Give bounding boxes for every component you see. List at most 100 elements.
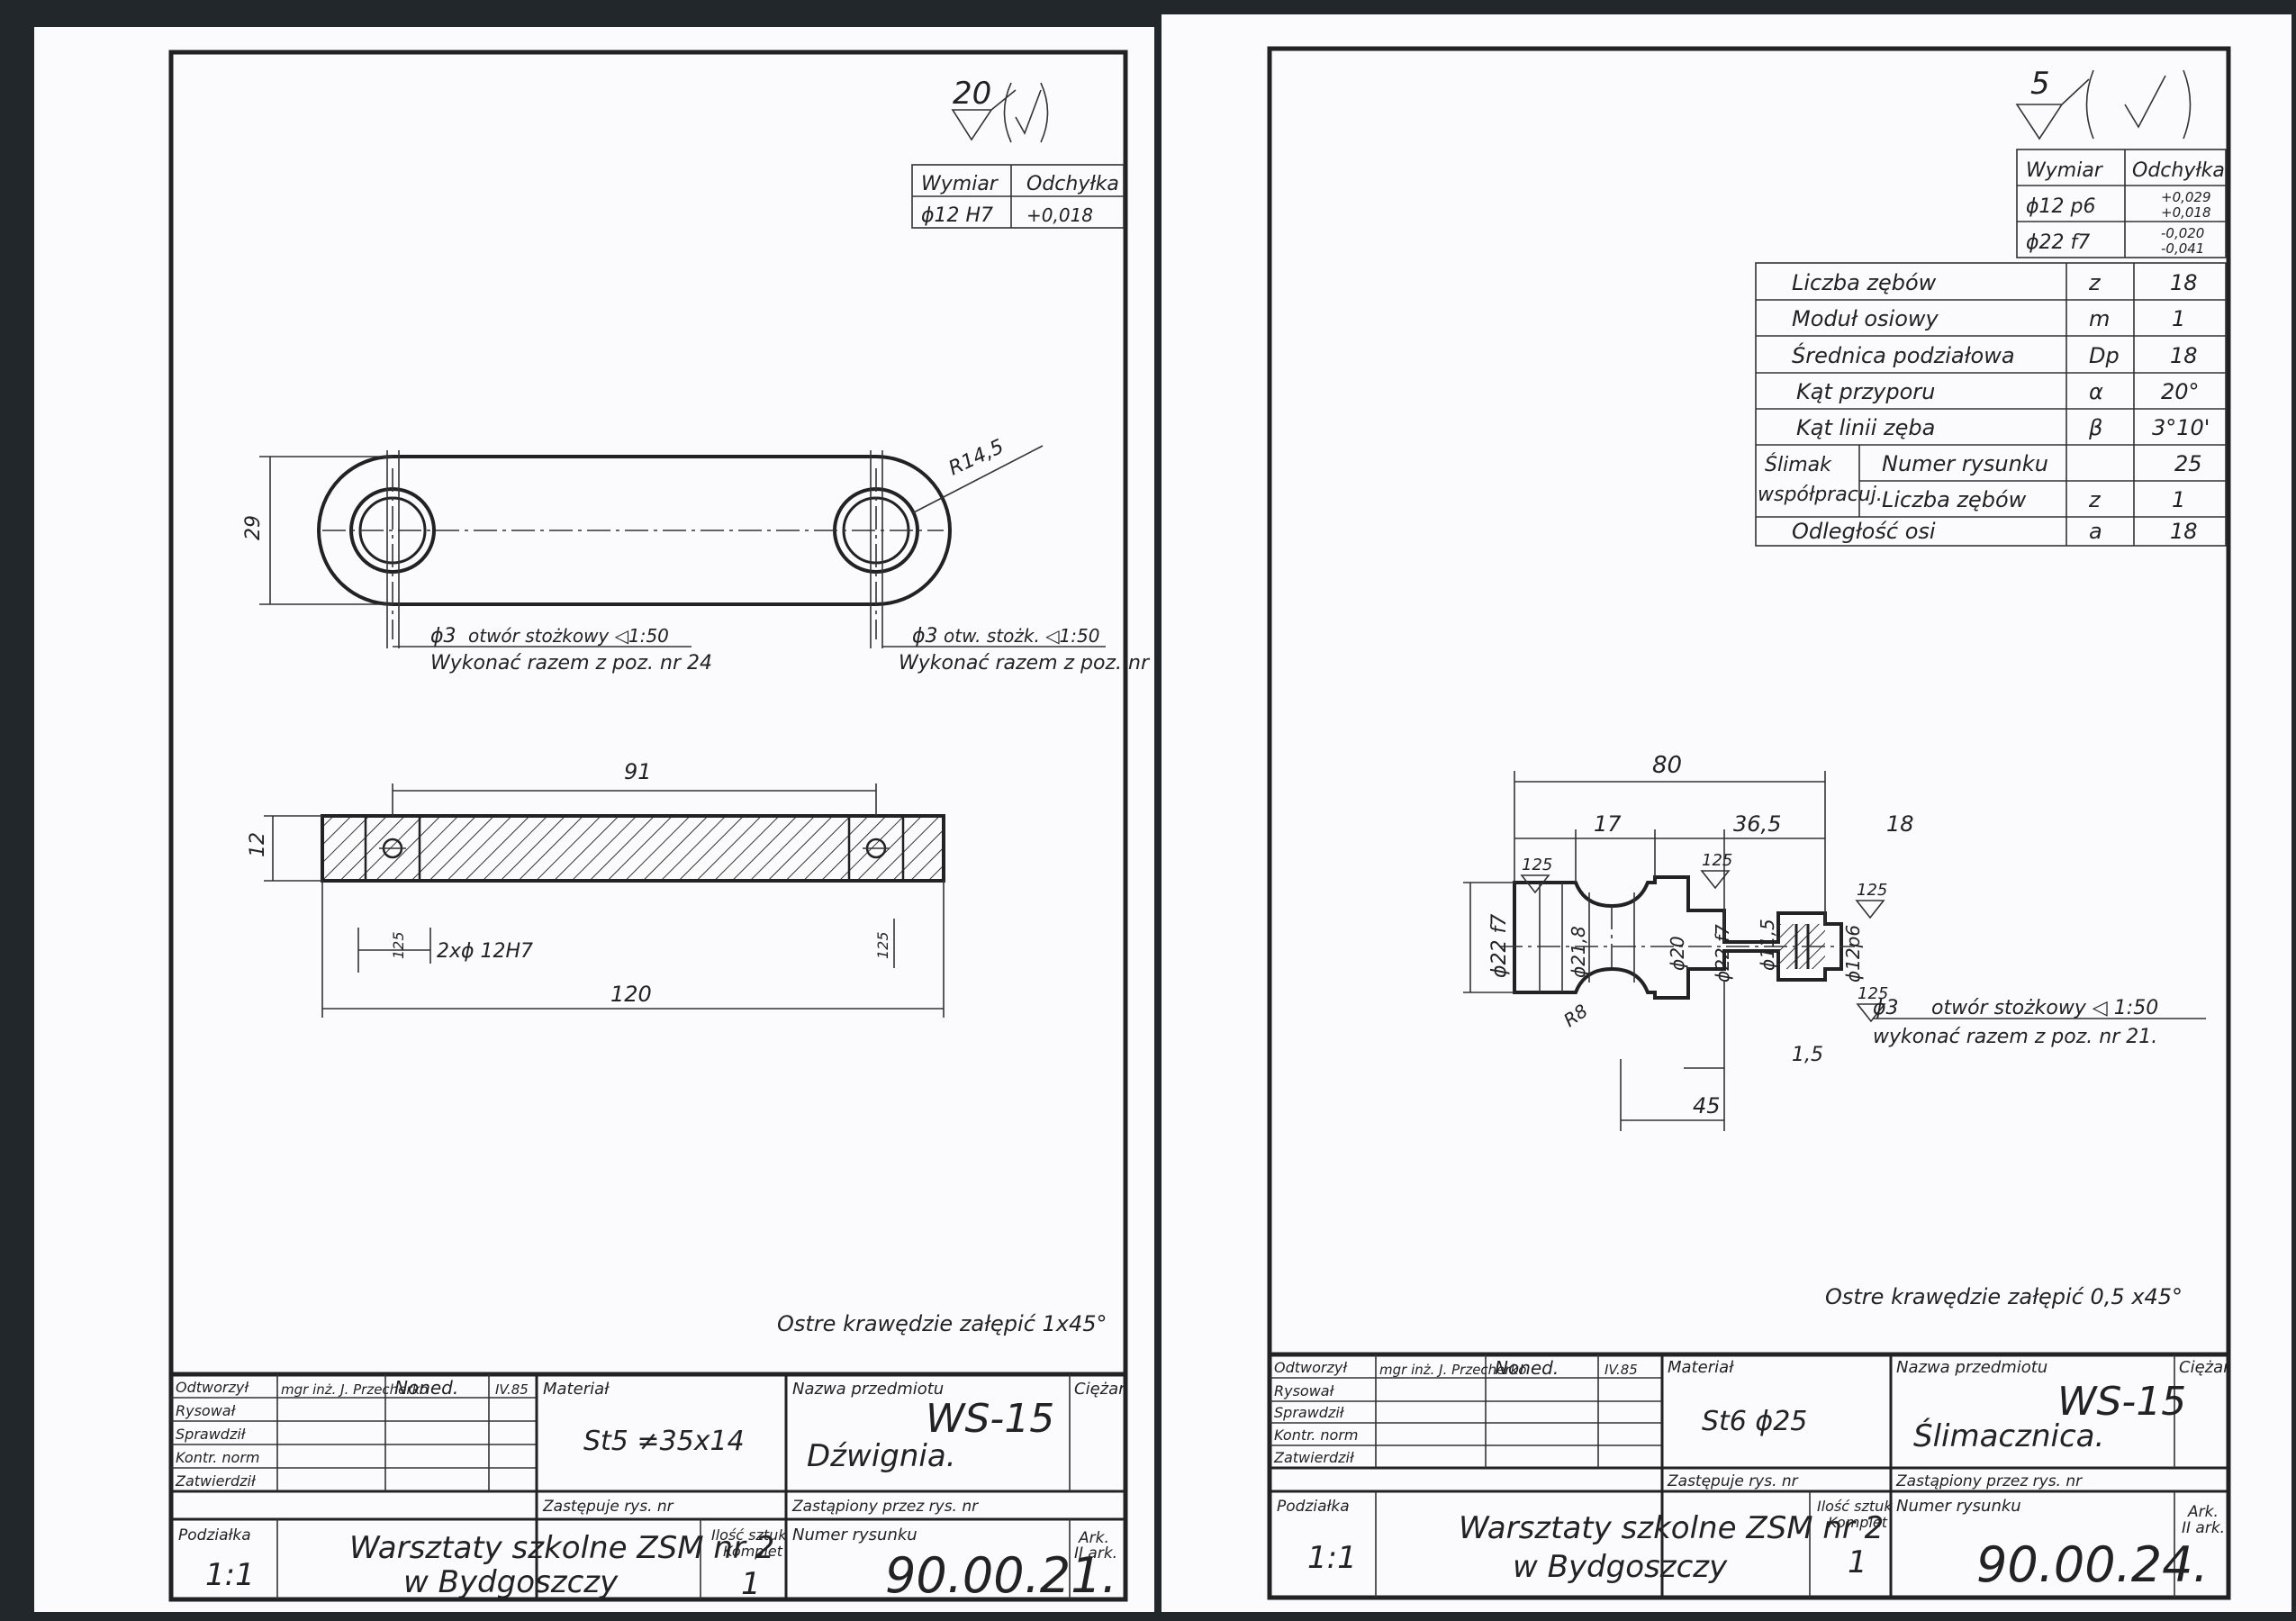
svg-text:otwór stożkowy ◁ 1:50: otwór stożkowy ◁ 1:50 xyxy=(1931,997,2158,1019)
svg-text:z: z xyxy=(2088,487,2102,512)
svg-text:1: 1 xyxy=(2172,306,2185,331)
drawing-number: 90.00.24. xyxy=(1976,1536,2209,1593)
svg-text:125: 125 xyxy=(390,931,407,959)
svg-text:Kąt linii zęba: Kąt linii zęba xyxy=(1796,415,1935,440)
svg-text:w Bydgoszczy: w Bydgoszczy xyxy=(403,1564,619,1600)
svg-text:z: z xyxy=(2088,270,2102,295)
scale: 1:1 xyxy=(205,1557,255,1593)
svg-text:Sprawdził: Sprawdził xyxy=(176,1426,247,1443)
svg-text:5: 5 xyxy=(2030,66,2050,102)
dim-holes: 2xϕ 12H7 xyxy=(437,940,533,963)
svg-text:Odchyłka: Odchyłka xyxy=(2132,159,2225,182)
dim-18: 18 xyxy=(1886,811,1914,837)
roughness-symbol: 5 xyxy=(2015,66,2192,140)
svg-text:Wymiar: Wymiar xyxy=(921,173,999,195)
part-code: WS-15 xyxy=(2057,1379,2186,1425)
svg-text:Liczba zębów: Liczba zębów xyxy=(1882,487,2027,512)
part-code: WS-15 xyxy=(926,1396,1054,1442)
svg-text:ϕ12 H7: ϕ12 H7 xyxy=(921,204,993,227)
dim-91: 91 xyxy=(624,759,652,784)
gear-parameters-table: Liczba zębów z 18 Moduł osiowy m 1 Średn… xyxy=(1755,262,2227,547)
svg-text:Rysował: Rysował xyxy=(176,1402,237,1419)
svg-text:Liczba zębów: Liczba zębów xyxy=(1792,270,1937,295)
svg-text:Odtworzył: Odtworzył xyxy=(176,1379,249,1396)
svg-text:ϕ20: ϕ20 xyxy=(1667,936,1688,971)
svg-text:otw. stożk. ◁1:50: otw. stożk. ◁1:50 xyxy=(944,625,1099,647)
svg-text:125: 125 xyxy=(1522,856,1552,874)
svg-text:+0,018: +0,018 xyxy=(1026,204,1093,226)
drawing-sheet-left: 20 Wymiar Odchyłka ϕ12 H7 +0,018 29 xyxy=(34,27,1154,1612)
svg-text:125: 125 xyxy=(874,931,891,959)
signature: Noned. xyxy=(394,1377,458,1399)
edge-note: Ostre krawędzie załępić 1x45° xyxy=(777,1311,1107,1336)
part-name: Dźwignia. xyxy=(807,1438,956,1474)
roughness-value: 20 xyxy=(953,76,991,112)
svg-text:Zastąpiony przez rys. nr: Zastąpiony przez rys. nr xyxy=(791,1498,979,1516)
svg-text:Komplet: Komplet xyxy=(1828,1514,1888,1531)
svg-text:Sprawdził: Sprawdził xyxy=(1274,1404,1345,1421)
svg-text:Nazwa przedmiotu: Nazwa przedmiotu xyxy=(792,1380,944,1399)
svg-text:Odchyłka: Odchyłka xyxy=(1026,173,1119,195)
svg-text:Wykonać razem z poz. nr 17: Wykonać razem z poz. nr 17 xyxy=(899,652,1154,675)
svg-text:β: β xyxy=(2088,415,2102,440)
svg-text:+0,029: +0,029 xyxy=(2161,189,2211,205)
check-icon xyxy=(2124,75,2166,129)
part-name: Ślimacznica. xyxy=(1913,1417,2104,1454)
svg-text:ϕ12 p6: ϕ12 p6 xyxy=(2026,195,2095,218)
svg-text:Moduł osiowy: Moduł osiowy xyxy=(1792,306,1939,331)
svg-text:18: 18 xyxy=(2170,519,2198,544)
svg-text:Materiał: Materiał xyxy=(543,1380,610,1399)
svg-text:II ark.: II ark. xyxy=(1074,1544,1117,1562)
material: St6 ϕ25 xyxy=(1702,1406,1807,1437)
svg-text:1,5: 1,5 xyxy=(1792,1044,1823,1066)
svg-text:Numer rysunku: Numer rysunku xyxy=(1896,1497,2021,1516)
dim-height: 29 xyxy=(242,515,265,540)
svg-text:w Bydgoszczy: w Bydgoszczy xyxy=(1513,1549,1728,1585)
tolerance-table: Wymiar Odchyłka ϕ12 H7 +0,018 xyxy=(911,164,1125,229)
worm-wheel-view: 80 17 36,5 18 125 125 125 125 ϕ22 f7 ϕ21… xyxy=(1463,752,1914,1131)
svg-text:Komplet: Komplet xyxy=(723,1543,783,1560)
lever-top-view: 29 R14,5 xyxy=(242,436,1044,648)
scale: 1:1 xyxy=(1307,1540,1357,1576)
hole-note: ϕ3 otwór stożkowy ◁ 1:50 wykonać razem z… xyxy=(1873,997,2206,1048)
svg-text:125: 125 xyxy=(1857,881,1887,900)
title-block: Odtworzył Rysował Sprawdził Kontr. norm … xyxy=(168,1372,1128,1604)
svg-text:Numer rysunku: Numer rysunku xyxy=(792,1526,917,1544)
school-name: Warsztaty szkolne ZSM nr 2 xyxy=(1459,1510,1884,1546)
svg-text:-0,041: -0,041 xyxy=(2161,240,2204,257)
svg-text:Ciężar: Ciężar xyxy=(1074,1380,1126,1399)
check-icon xyxy=(1015,89,1042,135)
svg-text:Numer rysunku: Numer rysunku xyxy=(1882,451,2048,476)
hole-notes: ϕ3 otwór stożkowy ◁1:50 Wykonać razem z … xyxy=(393,625,1154,675)
svg-text:otwór stożkowy ◁1:50: otwór stożkowy ◁1:50 xyxy=(468,625,669,647)
svg-text:125: 125 xyxy=(1702,851,1732,870)
lever-section-view: 91 12 120 2xϕ 12H7 125 125 xyxy=(247,759,945,1018)
svg-text:Podziałka: Podziałka xyxy=(178,1526,251,1544)
svg-text:Zastąpiony przez rys. nr: Zastąpiony przez rys. nr xyxy=(1895,1472,2083,1490)
drawing-number: 90.00.21. xyxy=(885,1547,1117,1604)
dim-36-5: 36,5 xyxy=(1733,811,1781,837)
svg-text:Ilość sztuk: Ilość sztuk xyxy=(1817,1498,1893,1515)
svg-text:Kontr. norm: Kontr. norm xyxy=(176,1449,260,1466)
svg-text:ϕ21,8: ϕ21,8 xyxy=(1568,926,1589,978)
svg-text:współpracuj.: współpracuj. xyxy=(1758,484,1883,506)
svg-text:Ilość sztuk: Ilość sztuk xyxy=(711,1526,787,1544)
svg-text:1: 1 xyxy=(2172,487,2185,512)
drawing-right-svg: 5 Wymiar Odchyłka ϕ12 p6 +0,029 +0,018 ϕ… xyxy=(1267,46,2231,1600)
svg-text:Wykonać razem z poz. nr 24: Wykonać razem z poz. nr 24 xyxy=(430,652,712,675)
svg-text:Zastępuje rys. nr: Zastępuje rys. nr xyxy=(542,1498,674,1516)
svg-text:m: m xyxy=(2089,306,2110,331)
svg-text:ϕ11,5: ϕ11,5 xyxy=(1757,919,1778,971)
svg-text:ϕ3: ϕ3 xyxy=(1873,997,1899,1019)
svg-text:Ark.: Ark. xyxy=(2187,1503,2219,1521)
svg-text:1: 1 xyxy=(1848,1544,1867,1580)
svg-text:Ciężar: Ciężar xyxy=(2179,1358,2231,1377)
svg-text:ϕ22 f7: ϕ22 f7 xyxy=(1712,924,1733,983)
svg-text:Wymiar: Wymiar xyxy=(2026,159,2104,182)
svg-text:1: 1 xyxy=(741,1566,761,1602)
svg-text:Rysował: Rysował xyxy=(1274,1382,1335,1399)
dim-17: 17 xyxy=(1594,811,1622,837)
svg-text:18: 18 xyxy=(2170,270,2198,295)
svg-text:II ark.: II ark. xyxy=(2182,1519,2225,1537)
svg-text:R8: R8 xyxy=(1559,1000,1592,1031)
